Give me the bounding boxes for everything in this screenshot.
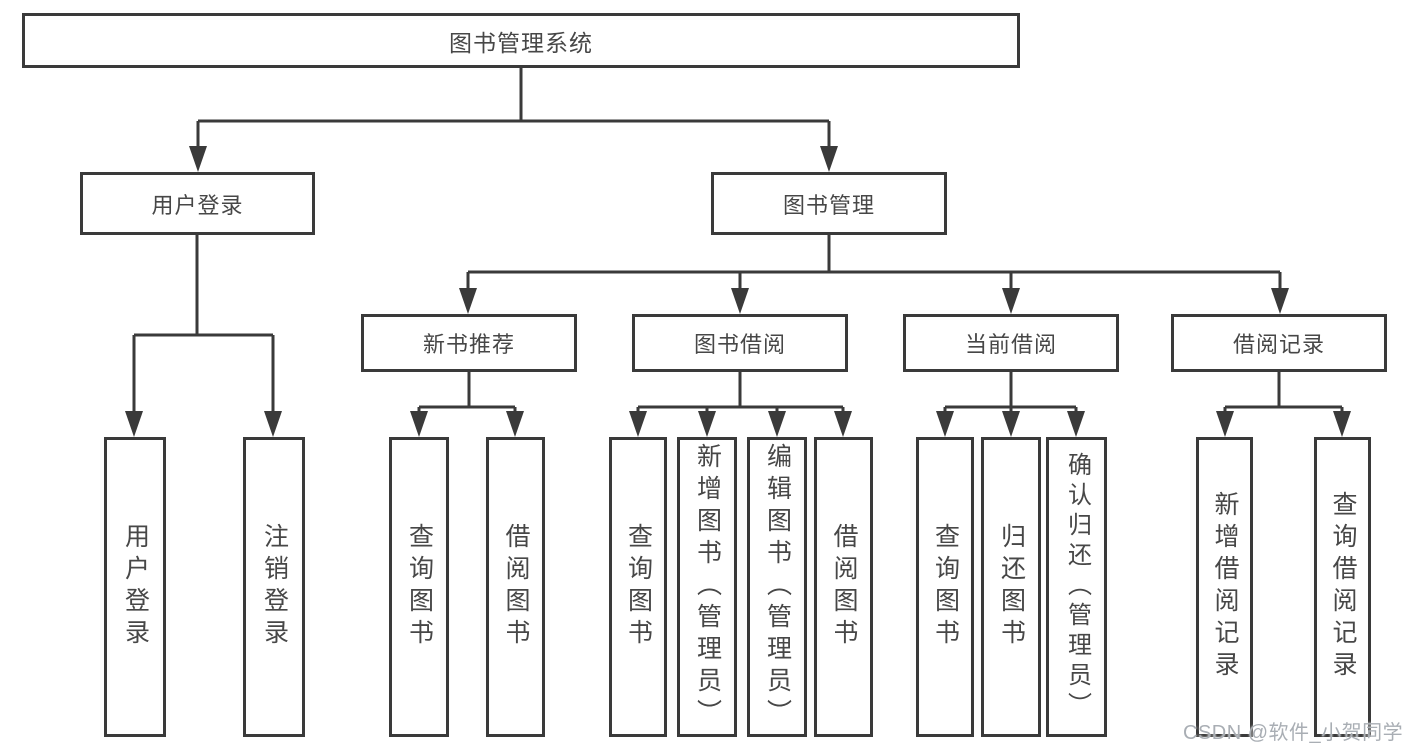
arrow-icon	[768, 411, 786, 437]
arrow-icon	[1002, 288, 1020, 314]
leaf-borrow-books: 借阅图书	[814, 437, 873, 737]
node-book-management: 图书管理	[711, 172, 947, 235]
arrow-icon	[936, 411, 954, 437]
arrow-icon	[629, 411, 647, 437]
leaf-label: 查询图书	[624, 523, 653, 651]
connector-book-management	[466, 235, 1282, 290]
leaf-label: 查询图书	[931, 523, 960, 651]
arrow-icon	[731, 288, 749, 314]
leaf-label: 查询借阅记录	[1329, 491, 1357, 683]
leaf-label: 注销登录	[260, 523, 289, 651]
arrow-icon	[264, 411, 282, 437]
leaf-label: 新增借阅记录	[1211, 491, 1239, 683]
leaf-query-books-current: 查询图书	[916, 437, 974, 737]
leaf-add-book-admin: 新增图书（管理员）	[677, 437, 737, 737]
leaf-query-borrow-record: 查询借阅记录	[1314, 437, 1371, 737]
leaf-logout: 注销登录	[243, 437, 305, 737]
arrow-icon	[125, 411, 143, 437]
connector-user-login	[132, 235, 275, 413]
leaf-confirm-return-admin: 确认归还（管理员）	[1046, 437, 1107, 737]
node-user-login: 用户登录	[80, 172, 315, 235]
leaf-label: 查询图书	[405, 523, 434, 651]
arrow-icon	[820, 146, 838, 172]
arrow-icon	[698, 411, 716, 437]
arrowheads	[125, 146, 1351, 437]
arrow-icon	[506, 411, 524, 437]
leaf-edit-book-admin: 编辑图书（管理员）	[747, 437, 807, 737]
arrow-icon	[1333, 411, 1351, 437]
leaf-label: 借阅图书	[830, 523, 858, 651]
arrow-icon	[459, 288, 477, 314]
leaf-label: 借阅图书	[502, 523, 530, 651]
arrow-icon	[410, 411, 428, 437]
connector-new-book-recommend	[417, 372, 517, 413]
arrow-icon	[834, 411, 852, 437]
leaf-label: 归还图书	[997, 523, 1026, 651]
node-new-book-recommend: 新书推荐	[361, 314, 577, 372]
connector-borrow-records	[1223, 372, 1344, 413]
connector-current-borrow	[943, 372, 1078, 413]
node-borrow-records: 借阅记录	[1171, 314, 1387, 372]
connector-book-borrow	[636, 372, 845, 413]
node-library-management-system: 图书管理系统	[22, 13, 1020, 68]
arrow-icon	[1002, 411, 1020, 437]
leaf-query-books-recommend: 查询图书	[389, 437, 449, 737]
node-book-borrow: 图书借阅	[632, 314, 848, 372]
leaf-user-login: 用户登录	[104, 437, 166, 737]
arrow-icon	[1216, 411, 1234, 437]
arrow-icon	[1067, 411, 1085, 437]
leaf-label: 用户登录	[121, 523, 150, 651]
leaf-borrow-books-recommend: 借阅图书	[486, 437, 545, 737]
csdn-watermark: CSDN @软件_小贺同学	[1183, 722, 1404, 744]
leaf-add-borrow-record: 新增借阅记录	[1196, 437, 1253, 737]
connector-root	[196, 68, 831, 148]
arrow-icon	[1271, 288, 1289, 314]
leaf-return-books: 归还图书	[981, 437, 1041, 737]
leaf-label: 编辑图书（管理员）	[763, 443, 792, 731]
leaf-label: 确认归还（管理员）	[1063, 452, 1091, 722]
arrow-icon	[189, 146, 207, 172]
leaf-query-books-borrow: 查询图书	[609, 437, 667, 737]
leaf-label: 新增图书（管理员）	[693, 443, 722, 731]
node-current-borrow: 当前借阅	[903, 314, 1119, 372]
